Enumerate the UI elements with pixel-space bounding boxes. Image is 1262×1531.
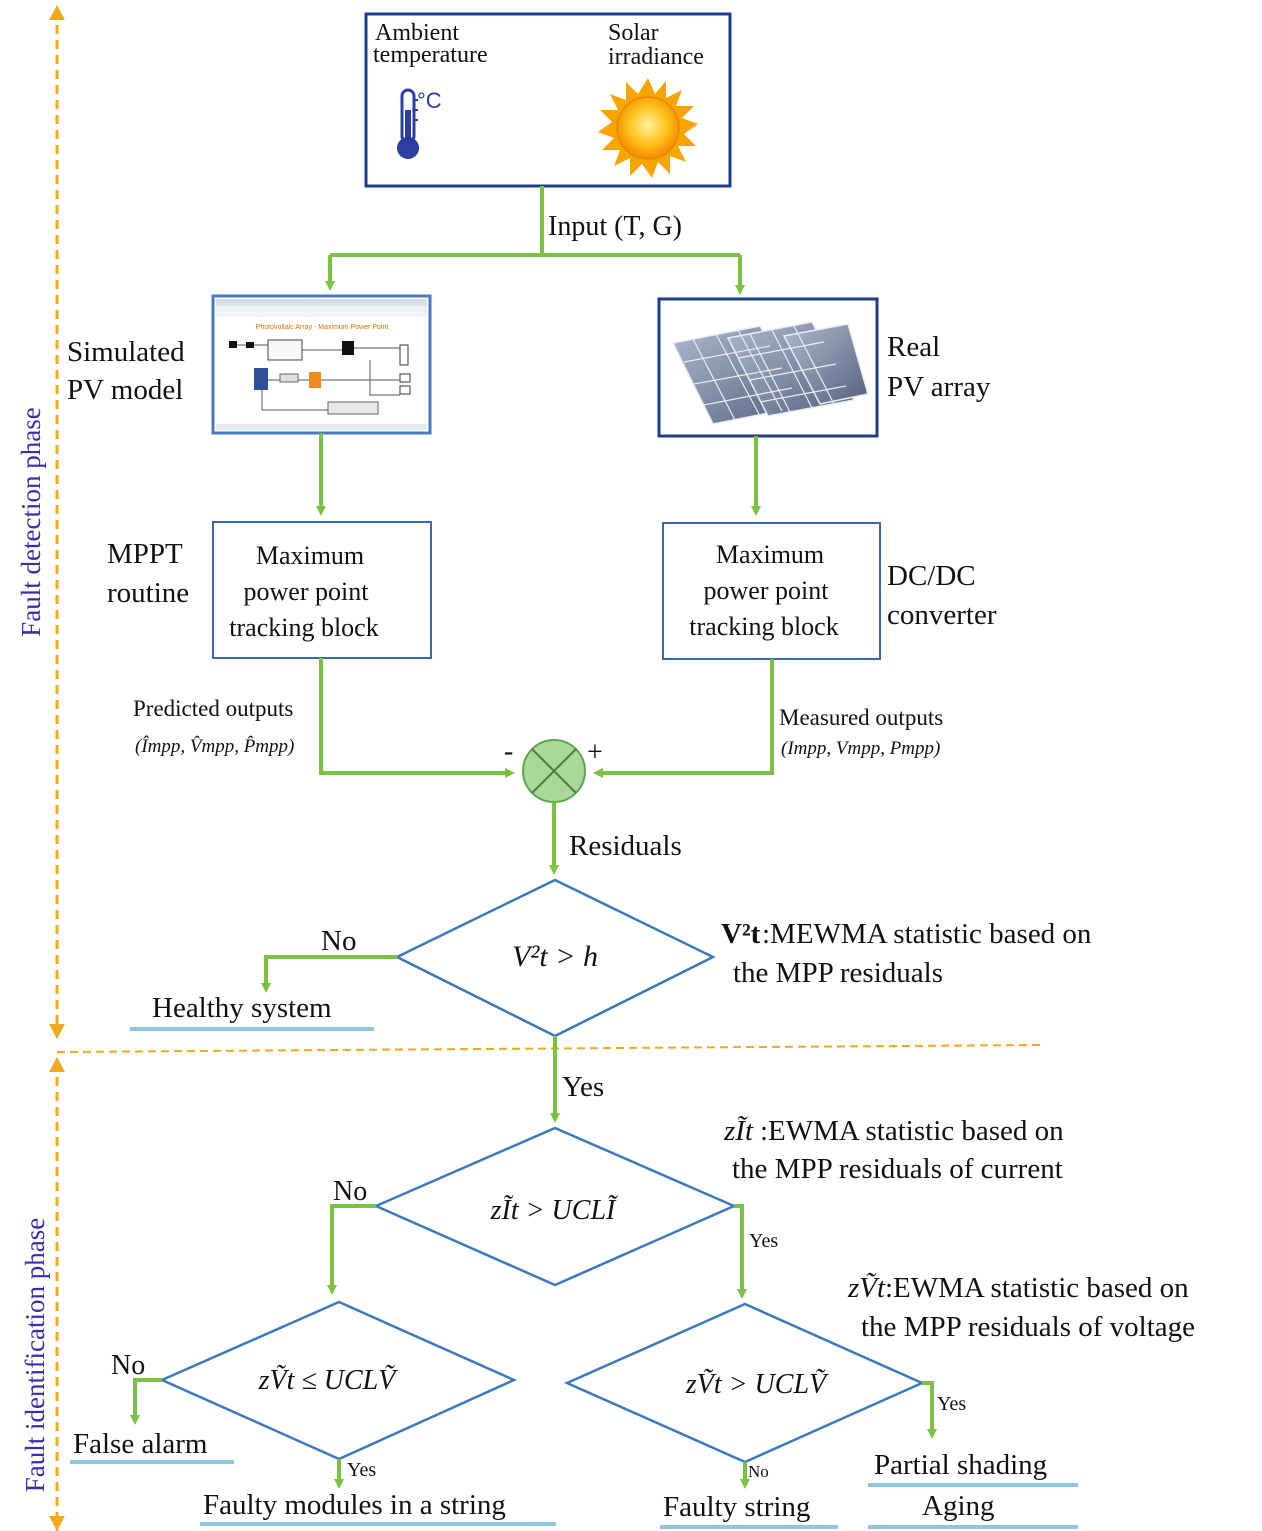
simulated-label-line1: Simulated	[67, 336, 185, 368]
measured-outputs-vars: (Impp, Vmpp, Pmpp)	[781, 738, 940, 759]
mppt-routine-line2: routine	[107, 577, 189, 609]
mppt-right-block	[662, 522, 881, 660]
mewma-note-line2: the MPP residuals	[733, 957, 943, 989]
mppt-left-block	[212, 521, 432, 659]
voltage-le-yes-label: Yes	[347, 1459, 376, 1481]
mewma-note-symbol: V²t	[721, 918, 761, 950]
sum-plus-sign: +	[587, 737, 603, 768]
current-note-line1: :EWMA statistic based on	[760, 1115, 1064, 1147]
partial-shading-label: Partial shading	[874, 1449, 1047, 1481]
current-no-label: No	[333, 1176, 367, 1207]
mewma-no-label: No	[321, 925, 356, 957]
voltage-gt-condition: zṼt > UCLṼ	[685, 1369, 829, 1400]
healthy-system-label: Healthy system	[152, 992, 332, 1024]
voltage-gt-yes-label: Yes	[937, 1393, 966, 1415]
voltage-note-line2: the MPP residuals of voltage	[861, 1311, 1195, 1343]
voltage-le-no-label: No	[111, 1350, 145, 1381]
ambient-label-line1: Ambient	[375, 20, 459, 46]
measured-outputs-connector	[593, 659, 774, 778]
current-yes-connector	[734, 1204, 747, 1299]
mppt-left-line2: power point	[244, 577, 370, 606]
mppt-left-line3: tracking block	[229, 613, 378, 642]
input-label: Input (T, G)	[548, 211, 682, 242]
fault-identification-phase-label: Fault identification phase	[20, 1218, 50, 1492]
predicted-outputs-vars: (Împp, V̂mpp, P̂mpp)	[135, 735, 294, 757]
phase-separator	[56, 1044, 1041, 1053]
mppt-right-line3: tracking block	[689, 612, 838, 641]
predicted-outputs-connector	[319, 658, 515, 778]
false-alarm-connector	[130, 1378, 162, 1425]
healthy-no-connector	[261, 955, 397, 993]
current-ewma-condition: zĨt > UCLĨ	[490, 1195, 618, 1226]
residuals-label: Residuals	[569, 830, 682, 862]
mewma-note-line1: :MEWMA statistic based on	[762, 918, 1092, 950]
real-label-line2: PV array	[887, 371, 991, 403]
faulty-string-label: Faulty string	[663, 1491, 810, 1523]
thermometer-icon	[397, 88, 419, 159]
measured-outputs-label: Measured outputs	[779, 705, 943, 730]
voltage-gt-no-label: No	[748, 1462, 769, 1481]
summation-node	[522, 739, 586, 803]
false-alarm-label: False alarm	[73, 1428, 208, 1460]
dcdc-converter-line2: converter	[887, 599, 997, 631]
simulated-label-line2: PV model	[67, 374, 183, 406]
solar-label-line2: irradiance	[608, 44, 704, 70]
voltage-note-line1: :EWMA statistic based on	[885, 1272, 1189, 1304]
real-label-line1: Real	[887, 331, 940, 363]
solar-panel-array-icon	[671, 321, 869, 425]
current-note-line2: the MPP residuals of current	[732, 1153, 1063, 1185]
solar-label-line1: Solar	[608, 20, 659, 46]
aging-label: Aging	[922, 1490, 995, 1522]
current-yes-label: Yes	[749, 1230, 778, 1252]
mewma-condition: V²t > h	[512, 940, 598, 973]
current-no-connector	[327, 1204, 376, 1295]
screenshot-title: Photovoltaic Array - Maximum Power Point	[256, 324, 389, 331]
voltage-le-condition: zṼt ≤ UCLṼ	[258, 1365, 399, 1396]
faulty-modules-label: Faulty modules in a string	[203, 1489, 506, 1521]
fault-detection-phase-label: Fault detection phase	[16, 407, 46, 636]
current-note-symbol: zĨt	[723, 1115, 754, 1147]
partial-shading-connector	[922, 1381, 937, 1439]
mppt-routine-line1: MPPT	[107, 538, 183, 570]
mppt-right-line1: Maximum	[716, 540, 824, 569]
predicted-outputs-label: Predicted outputs	[133, 696, 293, 721]
dcdc-converter-line1: DC/DC	[887, 560, 976, 592]
mppt-right-line2: power point	[704, 576, 830, 605]
voltage-note-symbol: zṼt	[847, 1272, 886, 1304]
detection-phase-axis	[49, 5, 65, 1039]
current-ewma-decision	[372, 1126, 738, 1287]
mppt-left-line1: Maximum	[256, 541, 364, 570]
ambient-label-line2: temperature	[373, 42, 488, 68]
celsius-unit: °C	[417, 88, 442, 113]
identification-phase-axis	[49, 1057, 65, 1531]
mewma-yes-label: Yes	[562, 1071, 604, 1103]
sum-minus-sign: -	[504, 736, 513, 767]
sun-icon	[598, 78, 698, 178]
simulated-pv-model-screenshot: Photovoltaic Array - Maximum Power Point	[211, 294, 432, 435]
input-connector	[325, 186, 745, 295]
